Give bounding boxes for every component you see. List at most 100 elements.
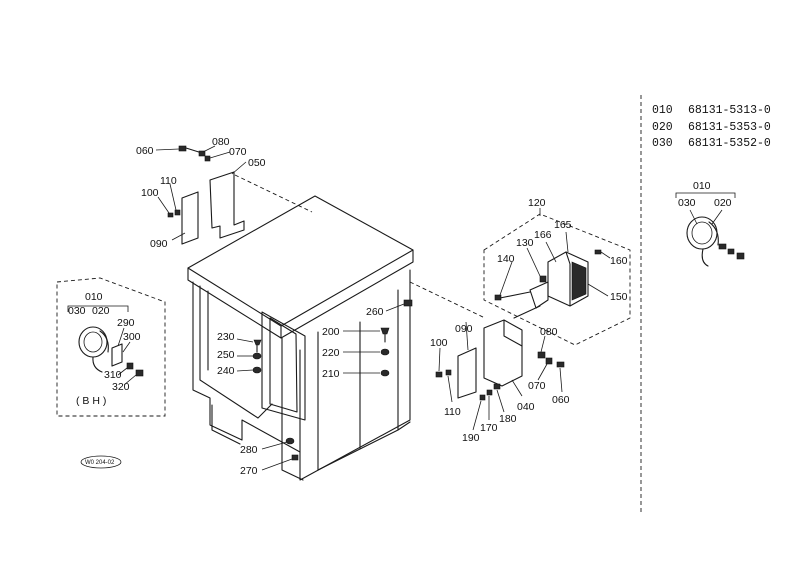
callout-120: 120 xyxy=(528,197,546,209)
guide-line-right xyxy=(409,281,486,319)
callout-070-right: 070 xyxy=(528,380,546,392)
callout-150: 150 xyxy=(610,291,628,303)
screw-160 xyxy=(594,249,602,255)
callout-250: 250 xyxy=(217,349,235,361)
callout-210: 210 xyxy=(322,368,340,380)
callout-160: 160 xyxy=(610,255,628,267)
nut-210 xyxy=(380,369,390,377)
leader-260 xyxy=(385,303,405,312)
drawing-stamp: W0 204-02 xyxy=(80,455,122,469)
bh-lamp-cord xyxy=(92,356,103,373)
table-ref-010: 010 xyxy=(652,104,673,117)
table-part-030: 68131-5352-0 xyxy=(688,137,771,150)
bolt-200 xyxy=(380,327,390,335)
callout-060-right: 060 xyxy=(552,394,570,406)
leader-110-top xyxy=(169,183,177,211)
table-part-010: 68131-5313-0 xyxy=(688,104,771,117)
leader-190 xyxy=(472,400,482,431)
leader-100-right xyxy=(438,347,441,372)
work-lamp-group: 120 165 166 130 140 160 150 xyxy=(483,197,631,346)
table-ref-030: 030 xyxy=(652,137,673,150)
nut-070-top xyxy=(204,155,211,162)
leader-070-top xyxy=(209,151,231,159)
lamp-rim xyxy=(708,221,719,246)
cab-roof-edge xyxy=(187,249,414,339)
callout-070-top: 070 xyxy=(229,146,247,158)
leader-166 xyxy=(545,241,557,263)
callout-110-top: 110 xyxy=(160,175,177,187)
cab-body xyxy=(187,174,486,481)
bh-lamp-head xyxy=(78,326,108,358)
callout-080-top: 080 xyxy=(212,136,230,148)
top-bracket-assembly: 060 080 070 050 110 100 090 xyxy=(136,136,266,250)
callout-320: 320 xyxy=(112,381,130,393)
bh-lamp-bracket xyxy=(111,343,123,367)
cab-front-pillar xyxy=(281,337,304,481)
leader-090-top xyxy=(171,232,186,241)
bh-note: ( B H ) xyxy=(76,395,106,407)
cab-hardware: 260 200 220 210 230 250 240 280 270 xyxy=(217,299,413,477)
leader-300 xyxy=(122,341,131,353)
leader-150 xyxy=(587,283,609,297)
washer-080-right xyxy=(537,351,546,359)
cab-rear-pillar xyxy=(397,289,411,431)
leader-070-right xyxy=(537,363,548,381)
callout-260: 260 xyxy=(366,306,384,318)
callout-180: 180 xyxy=(499,413,517,425)
callout-165: 165 xyxy=(554,219,572,231)
leader-090-right xyxy=(465,321,469,351)
callout-230: 230 xyxy=(217,331,235,343)
washer-250 xyxy=(252,352,262,360)
table-part-020: 68131-5353-0 xyxy=(688,121,771,134)
leader-060-top xyxy=(155,148,180,151)
stamp-oval xyxy=(80,455,122,469)
washer-080-top xyxy=(198,150,206,157)
washer-220 xyxy=(380,348,390,356)
callout-300: 300 xyxy=(123,331,141,343)
cab-right-side xyxy=(299,269,411,481)
bracket-040-fold xyxy=(503,319,523,347)
bracket-040 xyxy=(483,319,523,387)
leader-165 xyxy=(565,231,569,253)
callout-100-top: 100 xyxy=(141,187,159,199)
callout-170: 170 xyxy=(480,422,498,434)
callout-090-top: 090 xyxy=(150,238,168,250)
right-lamp-assembly: 010 030 020 xyxy=(675,180,745,267)
callout-080-right: 080 xyxy=(540,326,558,338)
lamp-nut-1 xyxy=(718,243,727,250)
cab-left-window xyxy=(199,285,273,419)
lamp-nut-2 xyxy=(736,252,745,260)
callout-290: 290 xyxy=(117,317,135,329)
cab-door-window xyxy=(261,311,306,421)
callout-010-right: 010 xyxy=(693,180,711,192)
leader-240 xyxy=(236,369,254,372)
bolt-060-right xyxy=(556,361,565,368)
stamp-text: W0 204-02 xyxy=(85,460,115,466)
leader-130 xyxy=(526,247,541,277)
leader-080-top xyxy=(202,145,216,153)
leader-060-right xyxy=(559,367,563,393)
leader-140 xyxy=(499,261,513,296)
cab-door-glass xyxy=(269,317,298,413)
leader-050 xyxy=(231,161,247,175)
callout-270: 270 xyxy=(240,465,258,477)
work-lamp-edge xyxy=(565,251,571,307)
leader-040 xyxy=(511,379,523,397)
part-130 xyxy=(539,275,547,283)
callout-280: 280 xyxy=(240,444,258,456)
nut-240 xyxy=(252,366,262,374)
callout-190: 190 xyxy=(462,432,480,444)
callout-100-right: 100 xyxy=(430,337,448,349)
leader-180 xyxy=(496,389,505,413)
nut-070-right xyxy=(545,357,553,365)
cab-bottom-rail xyxy=(317,429,399,471)
leader-030-right xyxy=(689,209,698,225)
bolt-230 xyxy=(253,339,262,346)
leader-110-right xyxy=(447,375,453,403)
callout-110-right: 110 xyxy=(444,406,461,418)
bh-lamp-rim xyxy=(99,330,109,353)
bh-inset: 010 030 020 290 300 310 320 ( B H ) xyxy=(56,277,166,417)
part-180 xyxy=(493,383,501,390)
cab-left-side xyxy=(192,281,301,453)
